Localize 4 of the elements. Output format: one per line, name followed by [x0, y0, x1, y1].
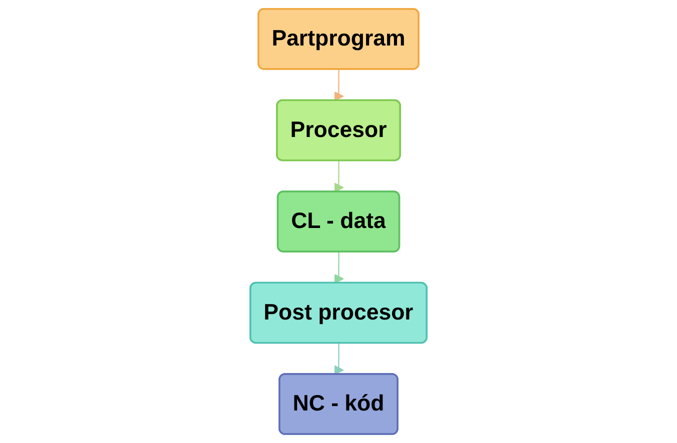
arrow: [334, 342, 344, 375]
arrow: [334, 252, 344, 284]
arrow: [334, 160, 344, 192]
arrow: [334, 69, 344, 102]
